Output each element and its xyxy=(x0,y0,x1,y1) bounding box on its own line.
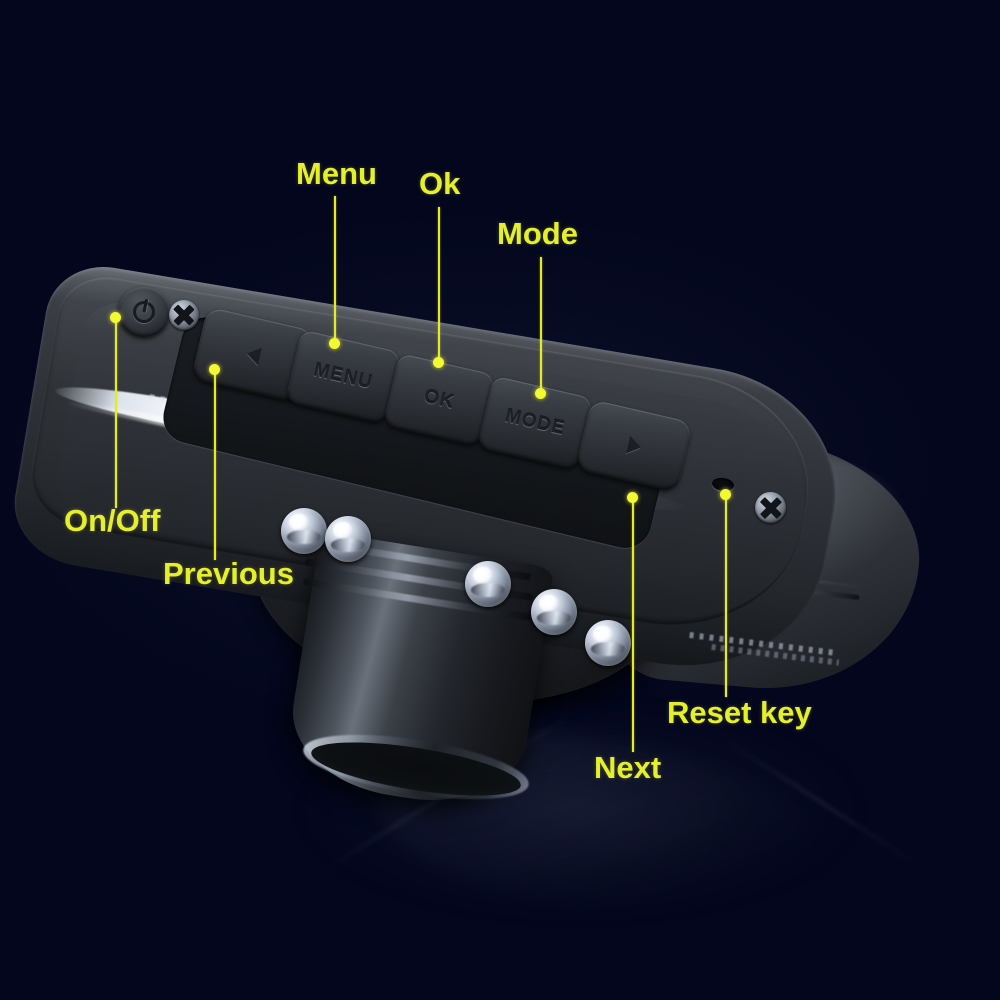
ir-led xyxy=(465,561,511,607)
menu-button-label: MENU xyxy=(311,359,375,394)
callout-label-previous: Previous xyxy=(163,556,294,591)
phillips-screw-icon xyxy=(755,492,786,523)
callout-dot-previous xyxy=(209,364,220,375)
phillips-screw-icon xyxy=(169,300,199,330)
callout-label-next: Next xyxy=(594,750,662,785)
ir-led xyxy=(325,516,371,562)
ir-led xyxy=(585,620,631,666)
callout-dot-onoff xyxy=(110,312,121,323)
callout-label-mode: Mode xyxy=(497,216,578,251)
callout-dot-menu xyxy=(329,338,340,349)
callout-line-menu xyxy=(334,196,336,344)
callout-line-previous xyxy=(214,372,216,560)
callout-dot-next xyxy=(627,492,638,503)
callout-line-mode xyxy=(540,257,542,393)
triangle-left-icon xyxy=(244,344,262,366)
power-icon xyxy=(130,298,158,326)
callout-dot-reset-key xyxy=(720,489,731,500)
triangle-right-icon xyxy=(625,435,643,457)
callout-label-reset-key: Reset key xyxy=(667,695,812,730)
callout-line-next xyxy=(632,500,634,752)
callout-label-ok: Ok xyxy=(419,166,461,201)
callout-label-onoff: On/Off xyxy=(64,503,161,538)
callout-dot-mode xyxy=(535,388,546,399)
ok-button-label: OK xyxy=(421,385,457,414)
callout-dot-ok xyxy=(433,357,444,368)
mode-button-label: MODE xyxy=(503,405,568,440)
callout-label-menu: Menu xyxy=(296,156,377,191)
ir-led xyxy=(531,589,577,635)
callout-line-ok xyxy=(438,207,440,362)
ir-led xyxy=(281,508,327,554)
callout-line-reset-key xyxy=(725,497,727,697)
callout-line-onoff xyxy=(115,320,117,508)
